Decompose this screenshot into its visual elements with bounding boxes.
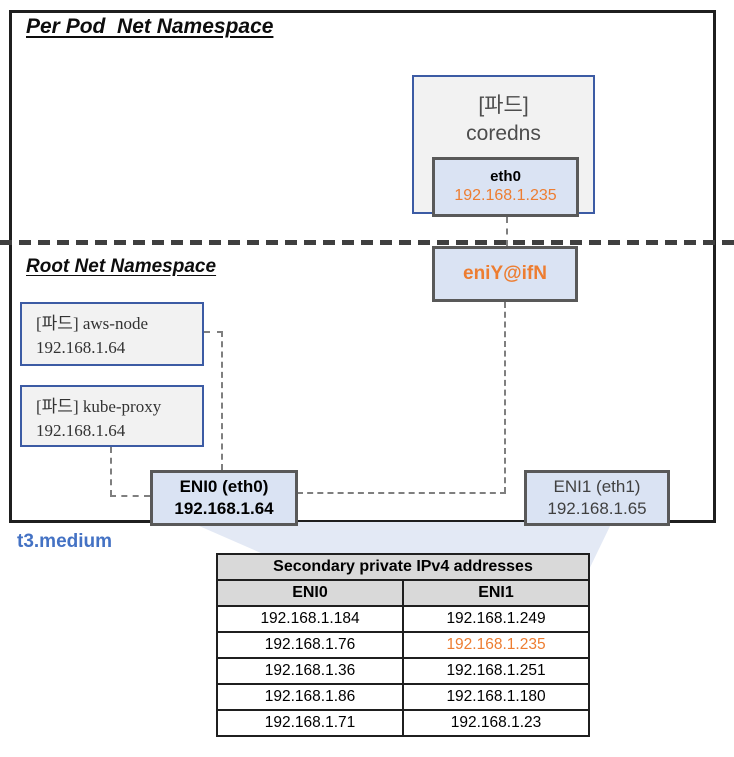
eni0-label: ENI0 (eth0) <box>179 476 269 496</box>
eth0-interface-name: eth0 <box>490 167 521 185</box>
kube-proxy-pod-box: [파드] kube-proxy 192.168.1.64 <box>20 385 204 447</box>
eth0-interface-box: eth0 192.168.1.235 <box>432 157 579 217</box>
ip-address-cell: 192.168.1.23 <box>402 709 590 737</box>
ip-address-cell: 192.168.1.71 <box>216 709 404 737</box>
connector-awsnode-to-eni0 <box>221 331 223 470</box>
kube-proxy-pod-ip: 192.168.1.64 <box>36 420 126 440</box>
connector-veth-down <box>504 302 506 493</box>
namespace-outer-box <box>9 10 716 523</box>
instance-type-label: t3.medium <box>17 531 113 552</box>
ip-address-cell: 192.168.1.184 <box>216 605 404 633</box>
ip-address-cell: 192.168.1.180 <box>402 683 590 711</box>
column-header-eni1: ENI1 <box>402 579 590 607</box>
ip-address-cell: 192.168.1.76 <box>216 631 404 659</box>
ip-address-cell: 192.168.1.86 <box>216 683 404 711</box>
eni0-box: ENI0 (eth0) 192.168.1.64 <box>150 470 298 526</box>
eni0-ip: 192.168.1.64 <box>174 499 274 518</box>
eni1-ip: 192.168.1.65 <box>547 499 647 518</box>
connector-kubeproxy-vertical <box>110 447 112 496</box>
coredns-pod-name: coredns <box>466 122 541 146</box>
kube-proxy-pod-label: [파드] kube-proxy <box>36 397 162 416</box>
aws-node-pod-label: [파드] aws-node <box>36 314 148 333</box>
ip-address-cell: 192.168.1.36 <box>216 657 404 685</box>
aws-node-pod-ip: 192.168.1.64 <box>36 337 126 357</box>
coredns-pod-tag: [파드] <box>478 94 529 117</box>
secondary-ip-table: Secondary private IPv4 addresses ENI0 EN… <box>216 553 590 737</box>
eni1-box: ENI1 (eth1) 192.168.1.65 <box>524 470 670 526</box>
connector-eth0-to-veth <box>506 217 508 246</box>
eth0-interface-ip: 192.168.1.235 <box>454 187 557 205</box>
ip-address-cell: 192.168.1.235 <box>402 631 590 659</box>
table-title: Secondary private IPv4 addresses <box>216 553 590 581</box>
eni1-label: ENI1 (eth1) <box>553 476 641 496</box>
veth-eniy-box: eniY@ifN <box>432 246 578 302</box>
root-namespace-title: Root Net Namespace <box>26 256 217 277</box>
connector-kubeproxy-to-eni0 <box>110 495 150 497</box>
namespace-separator-dashed-line <box>0 240 734 245</box>
table-header-row: ENI0 ENI1 <box>216 579 590 607</box>
connector-veth-to-eni0 <box>297 492 506 494</box>
table-title-row: Secondary private IPv4 addresses <box>216 553 590 581</box>
ip-address-cell: 192.168.1.249 <box>402 605 590 633</box>
ip-address-cell: 192.168.1.251 <box>402 657 590 685</box>
connector-awsnode-horizontal <box>204 331 223 333</box>
veth-eniy-label: eniY@ifN <box>463 262 547 284</box>
aws-node-pod-box: [파드] aws-node 192.168.1.64 <box>20 302 204 366</box>
per-pod-namespace-title: Per Pod Net Namespace <box>26 15 274 38</box>
column-header-eni0: ENI0 <box>216 579 404 607</box>
